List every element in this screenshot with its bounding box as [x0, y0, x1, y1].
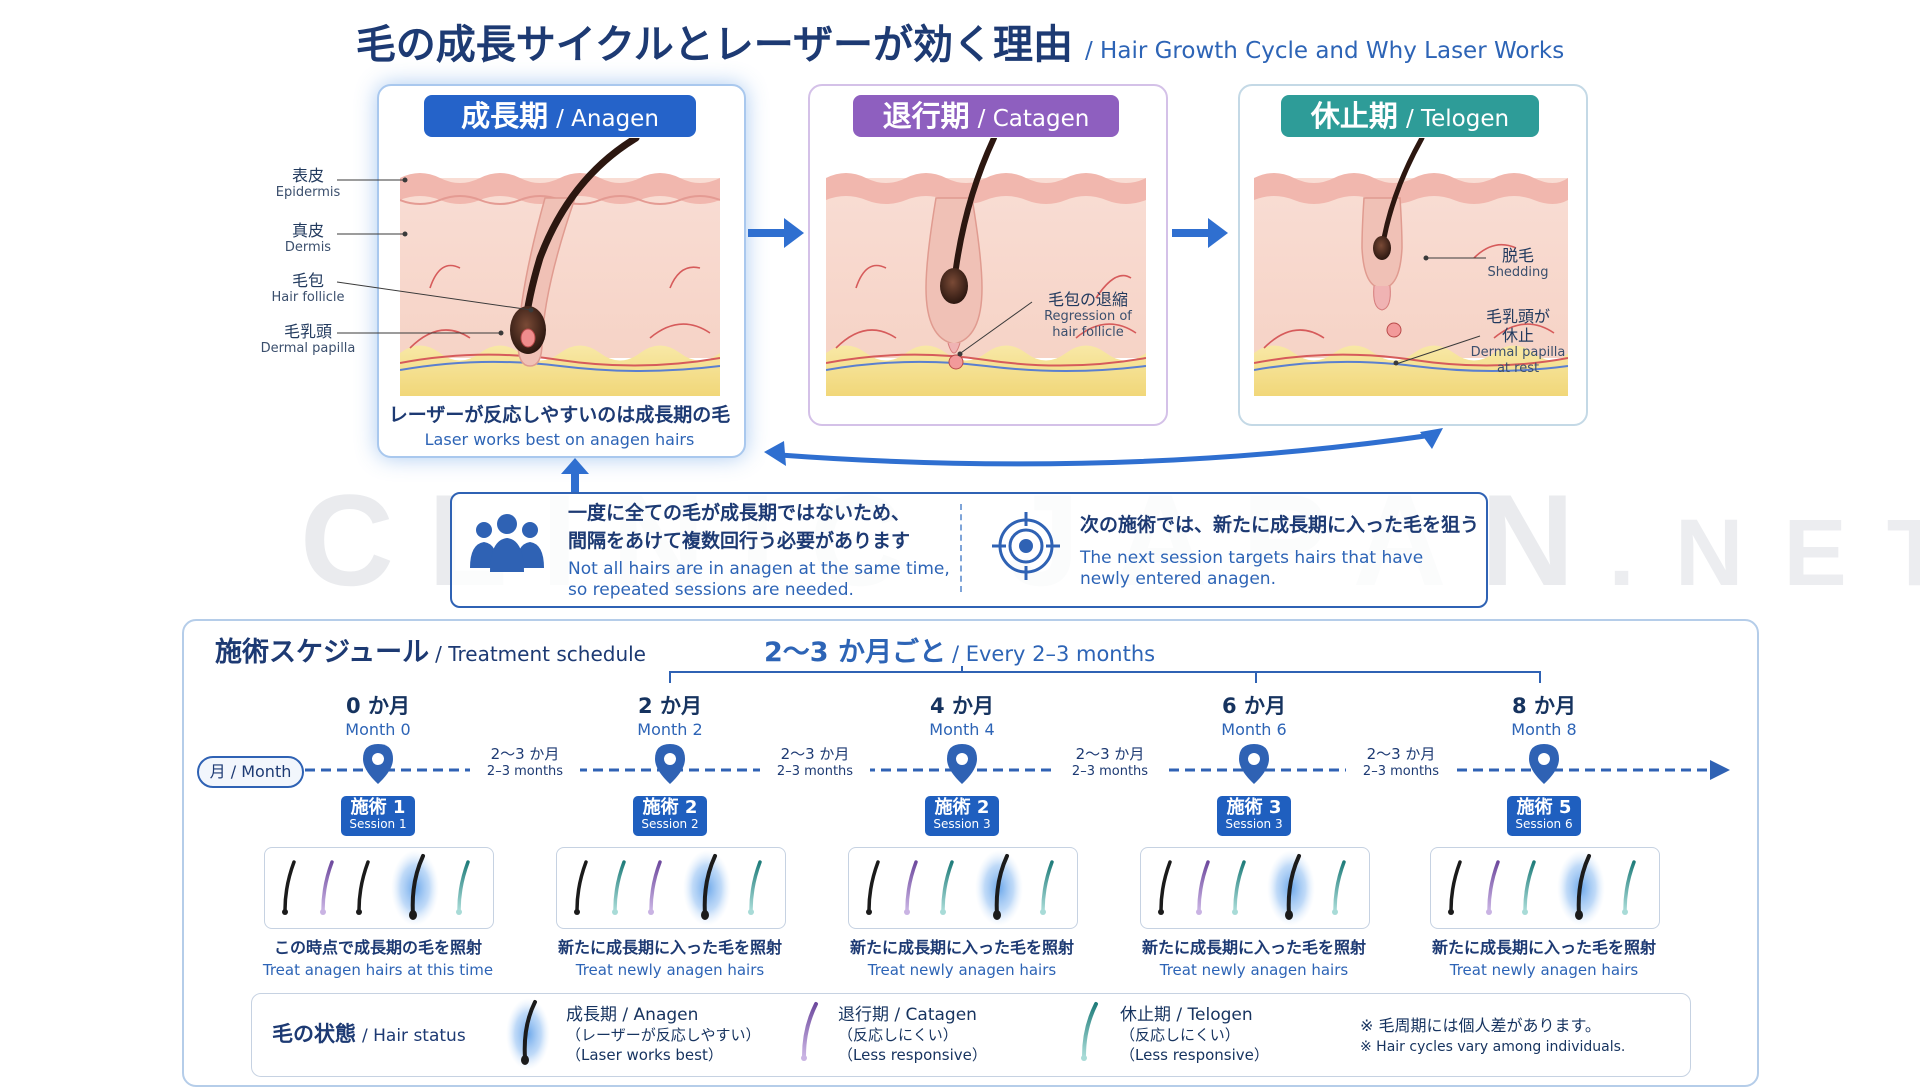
catagen-skin-illustration: [826, 138, 1146, 396]
legend-catagen-hair-icon: [801, 1002, 818, 1061]
people-icon: [470, 514, 544, 572]
map-pin-icon: [363, 744, 393, 784]
legend-telogen: 休止期 / Telogen（反応しにくい）（Less responsive）: [1120, 1005, 1269, 1064]
legend-anagen-hair-icon: [506, 998, 550, 1070]
title-en: / Hair Growth Cycle and Why Laser Works: [1085, 38, 1565, 64]
info-right-text: 次の施術では、新たに成長期に入った毛を狙う The next session t…: [1080, 514, 1480, 589]
schedule-interval: 2～3 か月ごと/ Every 2–3 months: [764, 637, 1156, 668]
telogen-badge: 休止期/ Telogen: [1281, 95, 1539, 137]
info-divider: [960, 504, 962, 592]
hair-status-box-2: [848, 847, 1078, 929]
catagen-leader-line: [957, 301, 1033, 357]
telogen-skin-illustration: [1254, 138, 1568, 396]
anagen-badge: 成長期/ Anagen: [424, 95, 696, 137]
legend-panel: [251, 993, 1691, 1077]
legend-title: 毛の状態/ Hair status: [272, 1022, 466, 1046]
map-pin-icon: [947, 744, 977, 784]
title-ja: 毛の成長サイクルとレーザーが効く理由: [355, 22, 1073, 68]
map-pin-icon: [1239, 744, 1269, 784]
hair-status-box-0: [264, 847, 494, 929]
hair-status-box-3: [1140, 847, 1370, 929]
hair-status-box-1: [556, 847, 786, 929]
target-icon: [992, 512, 1060, 580]
telogen-leader-lines: [1393, 255, 1486, 366]
month-axis-label: 月 / Month: [197, 756, 304, 788]
anagen-skin-illustration: [400, 138, 720, 396]
legend-note: ※ 毛周期には個人差があります。※ Hair cycles vary among…: [1360, 1016, 1626, 1056]
info-left-text: 一度に全ての毛が成長期ではないため、 間隔をあけて複数回行う必要があります No…: [568, 502, 950, 601]
legend-telogen-hair-icon: [1081, 1002, 1098, 1061]
map-pin-icon: [655, 744, 685, 784]
catagen-badge: 退行期/ Catagen: [853, 95, 1119, 137]
map-pin-icon: [1529, 744, 1559, 784]
schedule-title: 施術スケジュール/ Treatment schedule: [215, 637, 646, 668]
legend-anagen: 成長期 / Anagen（レーザーが反応しやすい）（Laser works be…: [566, 1005, 761, 1064]
anatomy-leader-lines: [336, 177, 534, 336]
legend-catagen: 退行期 / Catagen（反応しにくい）（Less responsive）: [838, 1005, 987, 1064]
info-box: [450, 492, 1488, 608]
page-title: 毛の成長サイクルとレーザーが効く理由 / Hair Growth Cycle an…: [0, 12, 1920, 70]
hair-status-box-4: [1430, 847, 1660, 929]
